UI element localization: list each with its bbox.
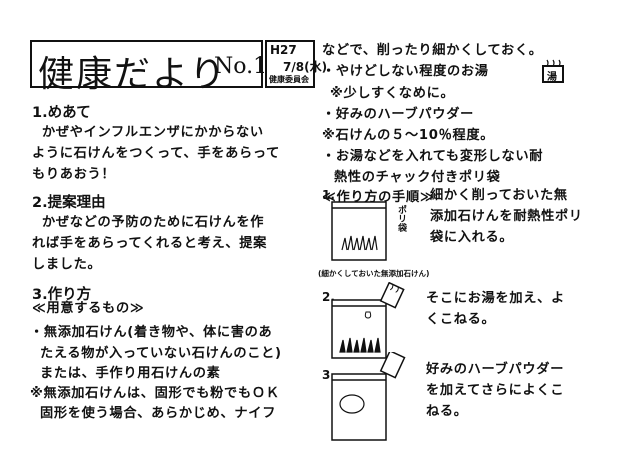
right-line: 熱性のチャック付きポリ袋 xyxy=(334,170,501,185)
reason-line: しました。 xyxy=(32,257,102,272)
materials-line: または、手作り用石けんの素 xyxy=(40,366,221,381)
issuer: 健康委員会 xyxy=(269,75,309,84)
step2-illustration xyxy=(330,281,410,362)
issue-number: No.1 xyxy=(214,54,268,79)
step1-line: 添加石けんを耐熱性ポリ xyxy=(430,209,583,224)
poly-bag-label: ポリ袋 xyxy=(396,205,406,232)
right-line: などで、削ったり細かくしておく。 xyxy=(322,43,543,58)
aim-line: かぜやインフルエンザにかからない xyxy=(42,125,264,140)
aim-line: もりあおう！ xyxy=(32,167,116,182)
issue-info-box: H27 7/8(水) 健康委員会 xyxy=(265,40,327,88)
hot-water-label: 湯 xyxy=(547,72,557,83)
reason-line: かぜなどの予防のために石けんを作 xyxy=(42,215,265,230)
right-line: ・お湯などを入れても変形しない耐 xyxy=(322,149,544,164)
title-box: 健康だより No.1 xyxy=(30,40,267,95)
right-line: ※石けんの５～10％程度。 xyxy=(322,128,495,143)
issue-date: 7/8(水) xyxy=(283,60,328,74)
right-line: ※少しすくなめに。 xyxy=(330,86,455,101)
step1-line: 細かく削っておいた無 xyxy=(430,188,568,203)
right-line: ・好みのハーブパウダー xyxy=(322,107,474,122)
step-number: 1. xyxy=(322,188,335,202)
step3-illustration xyxy=(330,349,410,446)
step3-line: を加えてさらによくこ xyxy=(426,383,565,398)
materials-line: 固形を使う場合、あらかじめ、ナイフ xyxy=(40,406,277,421)
step1-illustration xyxy=(330,200,390,262)
right-line: ・やけどしない程度のお湯 xyxy=(322,64,489,79)
step3-line: 好みのハーブパウダー xyxy=(426,362,565,377)
step2-line: そこにお湯を加え、よ xyxy=(426,291,565,306)
aim-heading: 1.めあて xyxy=(32,105,91,121)
step3-line: ねる。 xyxy=(426,404,468,419)
step1-line: 袋に入れる。 xyxy=(430,230,514,245)
materials-line: ※無添加石けんは、固形でも粉でもＯＫ xyxy=(30,386,280,401)
hot-water-icon: 湯 xyxy=(540,56,566,84)
materials-line: ・無添加石けん(着き物や、体に害のあ xyxy=(30,325,273,340)
aim-line: ように石けんをつくって、手をあらって xyxy=(32,146,280,161)
reason-line: れば手をあらってくれると考え、提案 xyxy=(32,236,268,251)
step2-line: くこねる。 xyxy=(426,312,496,327)
method-heading: 3.作り方 xyxy=(32,287,92,303)
materials-heading: ≪用意するもの≫ xyxy=(32,301,145,316)
materials-line: たえる物が入っていない石けんのこと) xyxy=(40,346,282,361)
page-title: 健康だより xyxy=(38,54,228,95)
step1-caption: (細かくしておいた無添加石けん) xyxy=(318,269,430,278)
reason-heading: 2.提案理由 xyxy=(32,195,106,211)
issue-year: H27 xyxy=(270,43,297,57)
